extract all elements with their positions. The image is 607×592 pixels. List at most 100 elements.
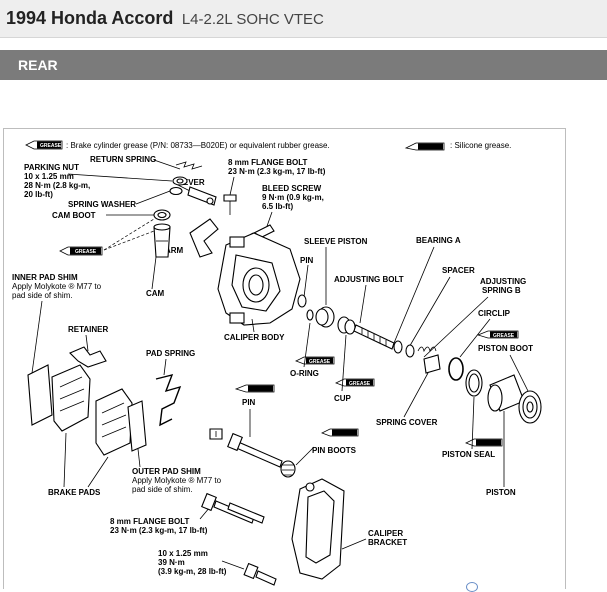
grease-tube-piston-boot: GREASE: [476, 330, 519, 339]
return-spring-part: [175, 161, 203, 170]
brake-pad-outer-part: [95, 388, 133, 456]
flange-bolt-bottom-part: [201, 492, 265, 524]
grease-tube-pin-boots: [321, 428, 359, 437]
label-pad-spring: PAD SPRING: [146, 349, 195, 358]
legend-tube-label: GREASE: [40, 143, 62, 149]
grease-tube-o-ring: GREASE: [295, 356, 335, 365]
label-parking-nut-spec-2: 28 N·m (2.8 kg-m,: [24, 181, 90, 190]
label-flange-bolt-top-spec: 23 N·m (2.3 kg-m, 17 lb-ft): [228, 167, 326, 176]
label-cam-boot: CAM BOOT: [52, 211, 96, 220]
label-bracket-bolt-spec-2: 39 N·m: [158, 558, 185, 567]
label-piston: PISTON: [486, 488, 516, 497]
cam-boot-part: [153, 209, 171, 221]
label-caliper-bracket-2: BRACKET: [368, 538, 407, 547]
legend-silicone-grease-text: : Silicone grease.: [450, 141, 511, 150]
label-parking-nut-spec-3: 20 lb-ft): [24, 190, 53, 199]
piston-seal-part: [465, 369, 483, 397]
label-retainer: RETAINER: [68, 325, 109, 334]
spring-washer-part: [169, 186, 183, 196]
label-bracket-bolt-spec-3: (3.9 kg-m, 28 lb-ft): [158, 567, 227, 576]
label-spacer: SPACER: [442, 266, 475, 275]
label-inner-pad-shim-note-2: pad side of shim.: [12, 291, 72, 300]
legend-silicone-grease: : Silicone grease.: [404, 141, 511, 151]
bracket-bolt-part: [243, 562, 277, 586]
label-flange-bolt-top: 8 mm FLANGE BOLT: [228, 158, 308, 167]
label-bleed-screw-spec-2: 6.5 lb-ft): [262, 202, 293, 211]
label-cam: CAM: [146, 289, 165, 298]
label-circlip: CIRCLIP: [478, 309, 511, 318]
piston-boot-part: [518, 390, 542, 424]
scroll-indicator-icon[interactable]: [466, 582, 478, 592]
page-title: 1994 Honda Accord: [6, 8, 174, 28]
label-piston-boot: PISTON BOOT: [478, 344, 533, 353]
label-parking-nut: PARKING NUT: [24, 163, 79, 172]
label-outer-pad-shim: OUTER PAD SHIM: [132, 467, 201, 476]
label-pin: PIN: [300, 256, 314, 265]
caliper-body-part: [217, 232, 301, 326]
circlip-part: [448, 357, 464, 381]
spring-cover-part: [423, 354, 441, 374]
flange-bolt-top-part: [223, 194, 237, 215]
cam-part: [153, 223, 171, 258]
adjusting-spring-part: [417, 346, 437, 353]
pad-spring-part: [155, 373, 182, 427]
spacer-part: [405, 344, 415, 358]
pin-part: [297, 294, 307, 308]
grease-tube-cup: GREASE: [335, 378, 375, 387]
label-inner-pad-shim: INNER PAD SHIM: [12, 273, 78, 282]
brake-pad-inner-part: [51, 364, 91, 432]
label-arm: ARM: [165, 246, 184, 255]
label-flange-bolt-bottom-spec: 23 N·m (2.3 kg-m, 17 lb-ft): [110, 526, 208, 535]
pin-boot-part: [280, 460, 296, 478]
pin-lower-part: [227, 432, 283, 468]
section-header-rear: REAR: [0, 50, 607, 80]
grease-tube-pin: [234, 384, 275, 393]
label-bleed-screw-spec-1: 9 N·m (0.9 kg-m,: [262, 193, 324, 202]
svg-text:GREASE: GREASE: [309, 359, 331, 365]
o-ring-part: [306, 309, 314, 321]
label-caliper-body: CALIPER BODY: [224, 333, 285, 342]
grease-tube-piston-seal: [465, 438, 503, 447]
page-subtitle: L4-2.2L SOHC VTEC: [181, 11, 324, 28]
label-pin-boots: PIN BOOTS: [312, 446, 357, 455]
arm-part: [189, 218, 219, 258]
legend-brake-grease-text: : Brake cylinder grease (P/N: 08733—B020…: [66, 141, 330, 150]
caliper-bracket-part: [291, 478, 345, 580]
rear-caliper-exploded-diagram: GREASE : Brake cylinder grease (P/N: 087…: [12, 140, 542, 586]
label-o-ring: O-RING: [290, 369, 319, 378]
label-bleed-screw: BLEED SCREW: [262, 184, 322, 193]
label-caliper-bracket-1: CALIPER: [368, 529, 403, 538]
label-piston-seal: PISTON SEAL: [442, 450, 495, 459]
retainer-part: [69, 346, 107, 368]
bolt-lower-left-part: [209, 428, 223, 440]
label-flange-bolt-bottom: 8 mm FLANGE BOLT: [110, 517, 190, 526]
inner-pad-shim-part: [27, 364, 53, 426]
svg-text:GREASE: GREASE: [493, 333, 515, 339]
label-outer-pad-shim-note-1: Apply Molykote ® M77 to: [132, 476, 222, 485]
lever-part: [187, 186, 217, 206]
page-header: 1994 Honda Accord L4-2.2L SOHC VTEC: [0, 0, 607, 38]
legend-brake-grease: GREASE : Brake cylinder grease (P/N: 087…: [25, 140, 330, 150]
label-return-spring: RETURN SPRING: [90, 155, 156, 164]
adjusting-bolt-part: [353, 324, 395, 350]
label-brake-pads: BRAKE PADS: [48, 488, 101, 497]
label-adjusting-bolt: ADJUSTING BOLT: [334, 275, 404, 284]
svg-text:GREASE: GREASE: [349, 381, 371, 387]
label-spring-washer: SPRING WASHER: [68, 200, 136, 209]
svg-text:GREASE: GREASE: [75, 249, 97, 255]
brake-diagram-frame: GREASE : Brake cylinder grease (P/N: 087…: [3, 128, 566, 589]
label-sleeve-piston: SLEEVE PISTON: [304, 237, 368, 246]
cup-part: [337, 316, 356, 335]
sleeve-piston-part: [315, 306, 335, 328]
bearing-a-part: [393, 340, 403, 354]
label-outer-pad-shim-note-2: pad side of shim.: [132, 485, 192, 494]
section-title: REAR: [18, 57, 58, 73]
parking-nut-part: [172, 176, 188, 186]
grease-tube-cam: GREASE: [59, 246, 103, 256]
label-adjusting-spring-b-2: SPRING B: [482, 286, 521, 295]
outer-pad-shim-part: [127, 400, 147, 452]
label-cup: CUP: [334, 394, 352, 403]
label-bearing-a: BEARING A: [416, 236, 461, 245]
label-inner-pad-shim-note-1: Apply Molykote ® M77 to: [12, 282, 102, 291]
label-lever: LEVER: [178, 178, 205, 187]
